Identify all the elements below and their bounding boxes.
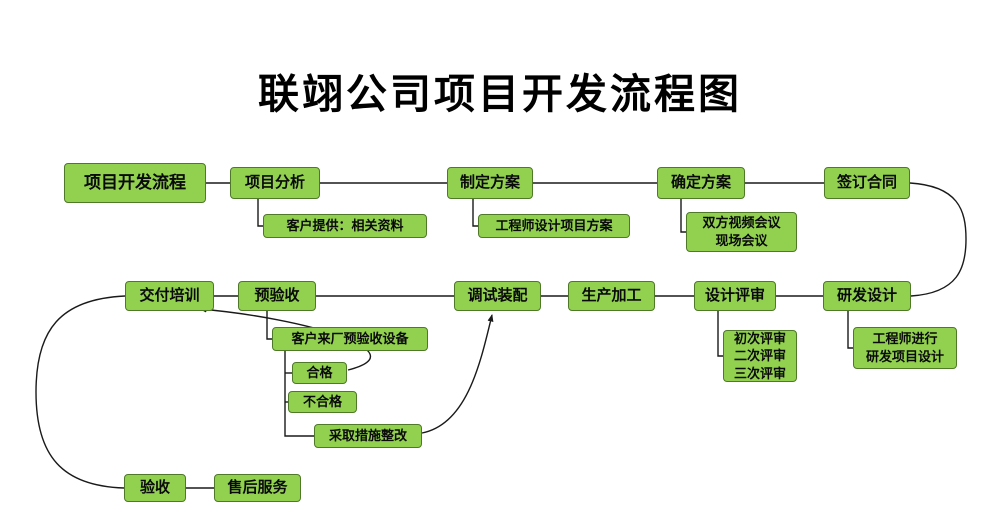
node-production: 生产加工: [568, 281, 655, 311]
node-make-plan: 制定方案: [447, 167, 533, 199]
node-delivery-training: 交付培训: [125, 281, 214, 311]
node-design-review: 设计评审: [694, 281, 776, 311]
node-meetings: 双方视频会议 现场会议: [686, 212, 797, 252]
node-unqualified: 不合格: [288, 391, 357, 413]
node-acceptance: 验收: [124, 474, 186, 502]
node-engineer-rd: 工程师进行 研发项目设计: [853, 327, 957, 369]
node-confirm-plan: 确定方案: [657, 167, 745, 199]
connector-training-to-acceptance-curve: [35, 295, 126, 489]
node-pre-acceptance: 预验收: [238, 281, 316, 311]
node-customer-factory-acceptance: 客户来厂预验收设备: [272, 327, 428, 351]
node-corrective-action: 采取措施整改: [314, 424, 422, 448]
node-project-analysis: 项目分析: [230, 167, 320, 199]
node-project-dev-process: 项目开发流程: [64, 163, 206, 203]
node-review-rounds: 初次评审 二次评审 三次评审: [723, 330, 797, 382]
node-sign-contract: 签订合同: [824, 167, 910, 199]
connector-contract-to-rddesign-curve: [909, 182, 967, 297]
node-debug-assembly: 调试装配: [454, 281, 541, 311]
node-engineer-design-plan: 工程师设计项目方案: [478, 214, 630, 238]
node-qualified: 合格: [292, 362, 347, 384]
arrow-corrective-to-debug: [421, 314, 494, 434]
diagram-title: 联翊公司项目开发流程图: [258, 71, 742, 117]
node-customer-materials: 客户提供：相关资料: [263, 214, 427, 238]
node-rd-design: 研发设计: [823, 281, 911, 311]
node-after-sales: 售后服务: [214, 474, 301, 502]
